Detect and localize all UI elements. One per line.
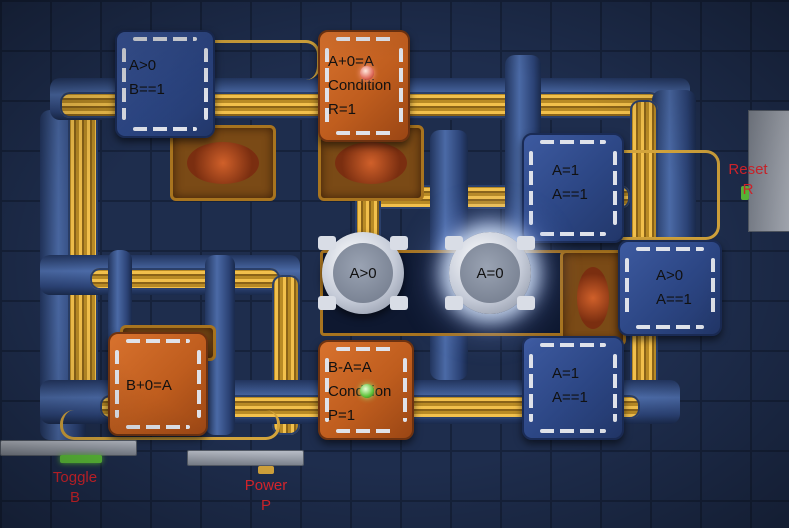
power-button-indicator [258, 466, 274, 474]
gate-bottom-left-line1: B+0=A [126, 377, 172, 394]
reset-button-plate[interactable] [748, 110, 789, 232]
register-right-label: A=0 [476, 264, 504, 282]
power-caption-line2: P [260, 497, 271, 514]
gate-top-center-line2: Condition [328, 77, 392, 94]
pipe-right-vertical [652, 90, 696, 250]
power-button-plate[interactable] [187, 450, 304, 466]
gate-bottom-center-line3: P=1 [328, 407, 356, 424]
toggle-caption-line1: Toggle [52, 469, 98, 486]
gate-right-middle-line2: A==1 [656, 291, 692, 308]
gate-top-center-line3: R=1 [328, 101, 356, 118]
gate-bottom-center[interactable]: B-A=A Condition P=1 [318, 340, 414, 440]
gate-bottom-right[interactable]: A=1 A==1 [522, 336, 624, 440]
wire-top-left-arc [200, 40, 320, 80]
power-caption-line1: Power [244, 477, 288, 494]
gate-bottom-center-line2: Condition [328, 382, 391, 401]
reset-caption-line1: Reset [728, 161, 768, 178]
gate-top-left[interactable]: A>0 B==1 [115, 30, 215, 138]
indicator-light-bottom [360, 384, 374, 398]
reset-caption-line2: R [742, 181, 754, 198]
toggle-switch-plate[interactable] [0, 440, 137, 456]
gate-right-upper-line2: A==1 [552, 186, 588, 203]
gate-bottom-right-line2: A==1 [552, 389, 588, 406]
gate-bottom-center-line1: B-A=A [328, 359, 372, 376]
wire-bottom-left-arc [60, 410, 280, 440]
wire-right-arc [600, 150, 720, 240]
toggle-caption-line2: B [69, 489, 80, 506]
register-right[interactable]: A=0 [445, 232, 535, 314]
register-left-label: A>0 [349, 264, 377, 282]
gate-top-center-line1: A+0=A [328, 53, 374, 70]
reset-button-indicator [741, 186, 749, 200]
gate-top-left-line2: B==1 [129, 81, 165, 98]
gate-right-middle[interactable]: A>0 A==1 [618, 240, 722, 336]
toggle-switch-indicator [60, 455, 102, 463]
gate-right-middle-line1: A>0 [656, 267, 684, 284]
gate-bottom-left[interactable]: B+0=A [108, 332, 208, 436]
gate-top-left-line1: A>0 [129, 57, 157, 74]
socket-right [560, 250, 626, 346]
gate-right-upper-line1: A=1 [552, 162, 580, 179]
register-left[interactable]: A>0 [318, 232, 408, 314]
gate-right-upper[interactable]: A=1 A==1 [522, 133, 624, 243]
gate-bottom-right-line1: A=1 [552, 365, 580, 382]
indicator-light-top [360, 66, 374, 80]
gate-top-center[interactable]: A+0=A Condition R=1 [318, 30, 410, 142]
